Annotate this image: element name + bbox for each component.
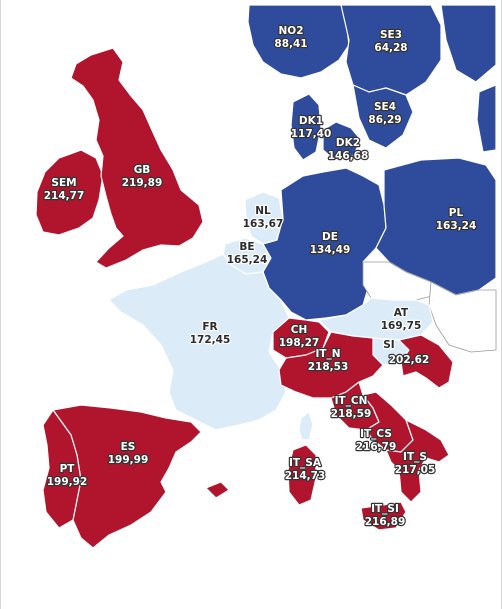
region-GB[interactable] (70, 47, 204, 269)
label-SE3-code: SE3 (380, 29, 402, 41)
label-DE-code: DE (322, 231, 338, 243)
map-regions (35, 4, 497, 549)
label-PT-code: PT (60, 463, 76, 475)
region-DK2[interactable] (322, 121, 362, 161)
label-BE-value: 165,24 (227, 254, 268, 266)
region-PT[interactable] (42, 409, 82, 529)
label-DK1-value: 117,40 (291, 128, 332, 140)
label-ES-value: 199,99 (108, 454, 149, 466)
label-NO2-value: 88,41 (274, 38, 307, 50)
label-IT_CN-code: IT_CN (335, 395, 368, 407)
label-FR-code: FR (202, 321, 217, 333)
region-SEM[interactable] (35, 149, 104, 236)
label-DK1-code: DK1 (299, 115, 323, 127)
label-IT_S-code: IT_S (403, 451, 427, 463)
region-CH[interactable] (272, 317, 330, 359)
label-IT_S-value: 217,05 (395, 464, 436, 476)
region-corsica[interactable] (298, 411, 314, 441)
label-BE-code: BE (239, 241, 254, 253)
label-NL-code: NL (255, 205, 271, 217)
region-SE4[interactable] (352, 84, 414, 149)
label-IT_CN-value: 218,59 (331, 408, 372, 420)
label-NL-value: 163,67 (243, 218, 284, 230)
label-IT_SI-value: 216,89 (365, 516, 406, 528)
label-IT_N-code: IT_N (315, 348, 340, 360)
label-DE-value: 134,49 (310, 244, 351, 256)
label-IT_CS-code: IT_CS (360, 428, 392, 440)
label-FR-value: 172,45 (190, 334, 231, 346)
label-GB-value: 219,89 (122, 177, 163, 189)
label-IT_SA-code: IT_SA (289, 457, 322, 469)
label-AT-value: 169,75 (381, 320, 422, 332)
label-SE4-value: 86,29 (368, 114, 401, 126)
label-NO2-code: NO2 (278, 25, 303, 37)
label-AT-code: AT (394, 307, 409, 319)
label-IT_CS-value: 216,79 (356, 441, 397, 453)
label-CH-code: CH (291, 324, 308, 336)
label-SI-code: SI (383, 339, 394, 351)
label-PL-value: 163,24 (436, 220, 477, 232)
label-SE3-value: 64,28 (374, 42, 407, 54)
label-ES-code: ES (121, 441, 136, 453)
label-IT_SA-value: 214,73 (285, 470, 326, 482)
region-IT_S[interactable] (385, 419, 450, 503)
region-FI[interactable] (440, 4, 497, 83)
label-IT_SI-code: IT_SI (371, 503, 399, 515)
label-SE4-code: SE4 (374, 101, 396, 113)
label-IT_N-value: 218,53 (308, 361, 349, 373)
region-IT_SA[interactable] (287, 444, 317, 506)
region-DK1[interactable] (290, 93, 322, 161)
region-SK-HU[interactable] (428, 281, 497, 353)
region-IT_SI[interactable] (360, 501, 407, 531)
label-SEM-code: SEM (51, 177, 76, 189)
label-SEM-value: 214,77 (44, 190, 85, 202)
region-FR[interactable] (108, 253, 290, 431)
region-CZ[interactable] (362, 261, 437, 301)
label-CH-value: 198,27 (279, 337, 320, 349)
label-PT-value: 199,92 (47, 476, 88, 488)
label-DK2-value: 146,68 (328, 150, 369, 162)
region-baltic[interactable] (476, 84, 497, 153)
label-PL-code: PL (449, 207, 464, 219)
label-HR-value: 202,62 (389, 354, 430, 366)
label-DK2-code: DK2 (336, 137, 360, 149)
region-balearic[interactable] (205, 481, 230, 499)
region-IT_N[interactable] (278, 331, 384, 399)
label-GB-code: GB (134, 164, 151, 176)
region-HR[interactable] (398, 334, 454, 389)
